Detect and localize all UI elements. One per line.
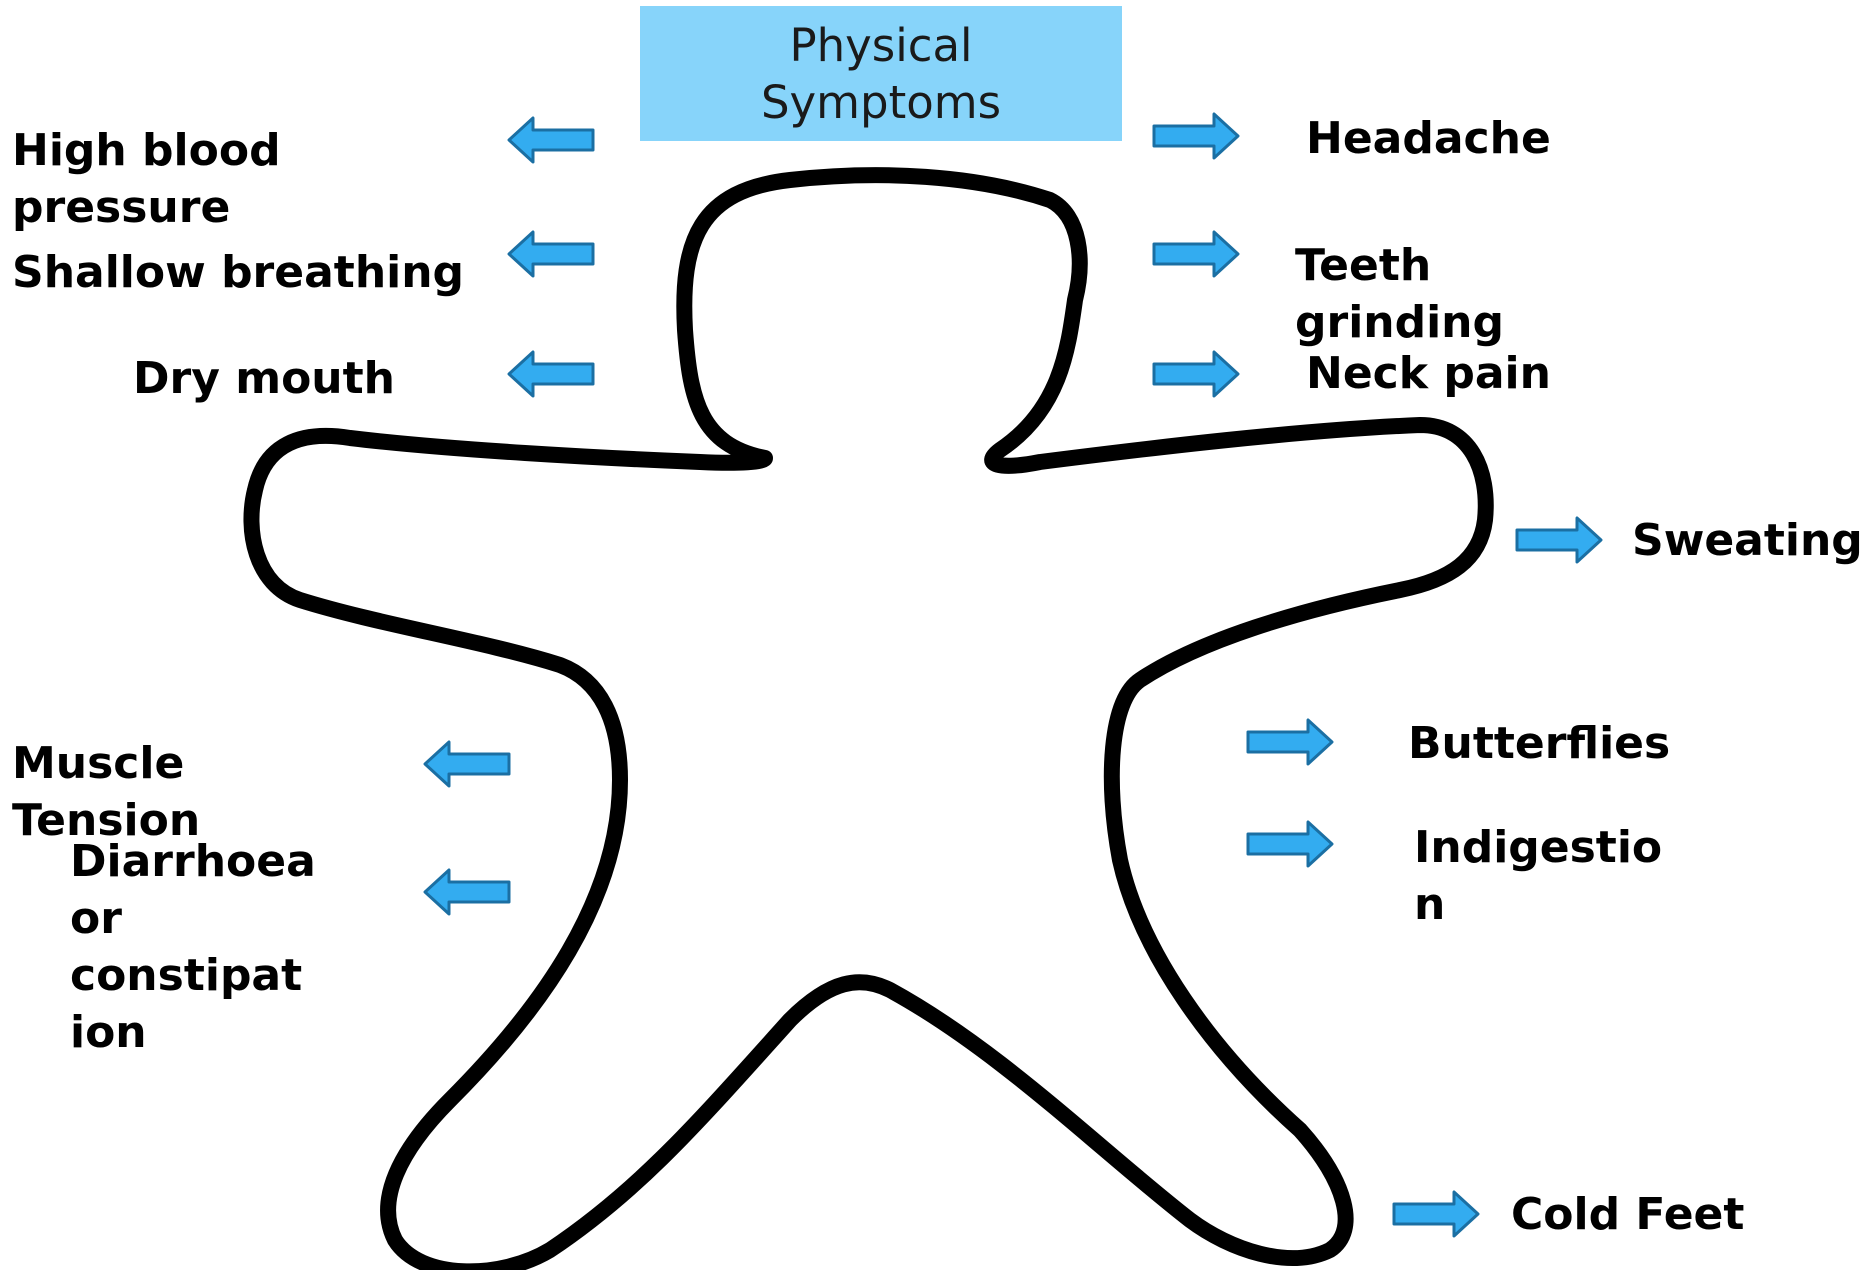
arrow-left-icon: [421, 864, 513, 920]
label-line: Diarrhoea: [70, 833, 316, 890]
label-neck-pain: Neck pain: [1306, 345, 1551, 402]
arrow-left-icon: [505, 346, 597, 402]
arrow-right-icon: [1150, 346, 1242, 402]
label-sweating: Sweating: [1632, 512, 1863, 569]
label-headache: Headache: [1306, 110, 1551, 167]
arrow-left-icon: [421, 736, 513, 792]
arrow-left-icon: [505, 226, 597, 282]
label-line: grinding: [1295, 294, 1504, 351]
label-line: Muscle: [12, 735, 200, 792]
arrow-right-icon: [1390, 1186, 1482, 1242]
label-line: ion: [70, 1004, 316, 1061]
label-butterflies: Butterflies: [1408, 715, 1670, 772]
title-line-1: Physical: [640, 17, 1122, 74]
label-diarrhoea: Diarrhoea or constipat ion: [70, 833, 316, 1061]
label-line: constipat: [70, 947, 316, 1004]
label-line: n: [1414, 876, 1662, 933]
label-line: or: [70, 890, 316, 947]
title-line-2: Symptoms: [640, 74, 1122, 131]
label-dry-mouth: Dry mouth: [133, 350, 395, 407]
label-line: pressure: [12, 179, 281, 236]
label-high-blood-pressure: High blood pressure: [12, 122, 281, 236]
label-shallow-breathing: Shallow breathing: [12, 244, 464, 301]
label-line: High blood: [12, 122, 281, 179]
arrow-right-icon: [1150, 108, 1242, 164]
arrow-right-icon: [1244, 816, 1336, 872]
title-box: Physical Symptoms: [640, 6, 1122, 141]
label-teeth-grinding: Teeth grinding: [1295, 237, 1504, 351]
arrow-right-icon: [1513, 512, 1605, 568]
label-indigestion: Indigestio n: [1414, 819, 1662, 933]
arrow-right-icon: [1150, 226, 1242, 282]
label-muscle-tension: Muscle Tension: [12, 735, 200, 849]
label-cold-feet: Cold Feet: [1511, 1186, 1744, 1243]
arrow-right-icon: [1244, 714, 1336, 770]
label-line: Indigestio: [1414, 819, 1662, 876]
arrow-left-icon: [505, 112, 597, 168]
label-line: Teeth: [1295, 237, 1504, 294]
